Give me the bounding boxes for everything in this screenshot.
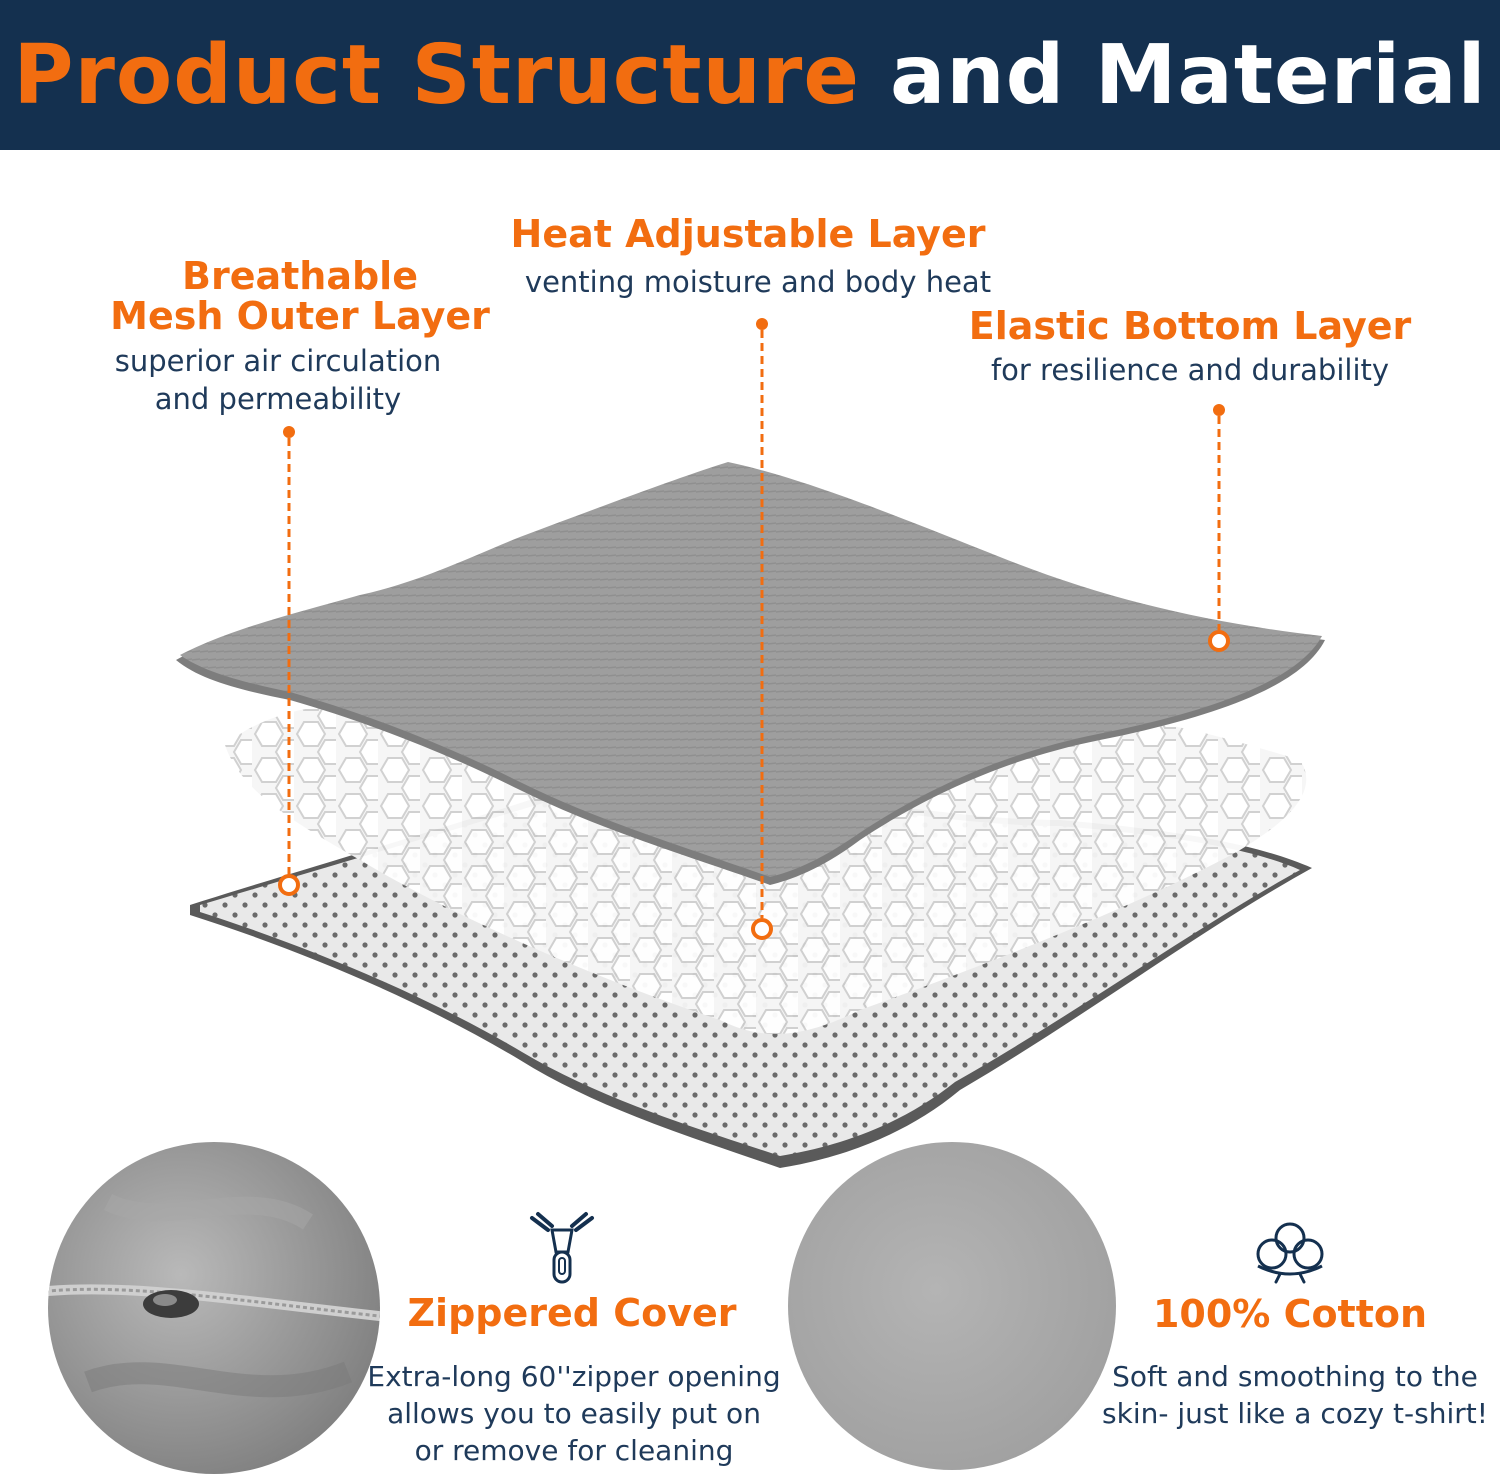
title-rest: and Material	[889, 27, 1487, 123]
zippered-cover-title: Zippered Cover	[407, 1291, 737, 1335]
heat-layer-title: Heat Adjustable Layer	[510, 212, 986, 256]
mesh-layer-subtitle: superior air circulation and permeabilit…	[114, 344, 442, 416]
mesh-layer-title: Breathable Mesh Outer Layer	[110, 254, 490, 338]
elastic-layer-title: Elastic Bottom Layer	[968, 304, 1412, 348]
cotton-title: 100% Cotton	[1152, 1292, 1428, 1336]
top-mesh-layer	[176, 462, 1325, 885]
elastic-layer-subtitle: for resilience and durability	[990, 353, 1390, 387]
zipper-photo	[48, 1142, 380, 1474]
page-title: Product Structure and Material	[0, 0, 1500, 150]
heat-layer-subtitle: venting moisture and body heat	[524, 265, 992, 299]
pointer-heat	[751, 318, 773, 940]
cotton-icon	[1256, 1222, 1324, 1284]
cotton-description: Soft and smoothing to the skin- just lik…	[1102, 1360, 1488, 1430]
pointer-mesh	[278, 426, 300, 896]
zipper-icon	[530, 1212, 594, 1284]
zippered-cover-description: Extra-long 60''zipper opening allows you…	[367, 1360, 781, 1467]
header-banner	[0, 0, 1500, 150]
title-highlight: Product Structure	[13, 27, 860, 123]
cotton-fabric-photo	[788, 1142, 1116, 1470]
pointer-elastic	[1208, 404, 1230, 652]
